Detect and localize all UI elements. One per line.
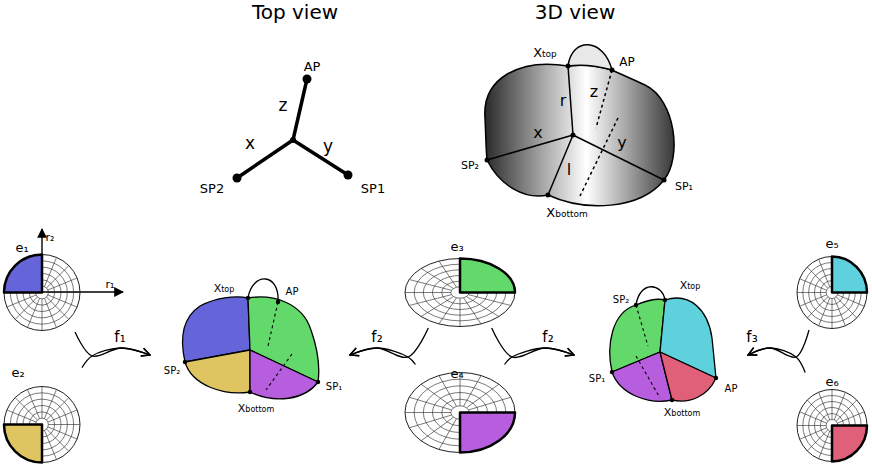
figure-label: SP2 [200,182,224,195]
figure-label: y [617,135,626,151]
mapping-arrow [492,328,574,358]
landmark-label: Xbottom [238,403,274,414]
top-view-star [237,79,348,178]
landmark-dot [276,300,280,304]
patch-quadrant [832,256,867,292]
figure-label: r [560,93,567,109]
figure-label: x [245,135,255,152]
surface-flap [636,287,665,305]
mapping-arrow [82,348,150,368]
parameter-patch: e₃ [403,238,517,329]
landmark-dot [634,303,638,307]
landmark-dot [316,380,320,384]
surface-region [660,352,716,401]
patch-quadrant [460,258,515,292]
mapping-arrow [75,332,150,356]
mapping-arrow [748,348,805,373]
figure-label: y [323,138,333,155]
landmark-label: SP₁ [326,382,342,392]
map-label: f₃ [746,330,757,345]
landmark-dot [610,370,614,374]
figure-label: Top view [252,2,338,22]
figure-label: AP [304,60,321,73]
parameter-patch: e₁ [2,239,82,333]
patch-grid [405,258,515,326]
figure-label: z [590,84,598,100]
patch-grid [405,372,515,452]
landmark-label: AP [286,287,299,297]
patch-name: e₁ [15,241,28,254]
top-view-dots [233,75,353,183]
parameter-patch: e₂ [2,364,82,465]
node-shape [574,272,748,422]
parameter-patch: e₅ [795,235,869,331]
figure-label: l [567,162,571,178]
figure-label: x [533,125,542,141]
patch-name: e₆ [825,375,838,388]
patch-grid [4,386,80,462]
axis-arrows [42,229,123,292]
patch-quadrant [832,425,867,461]
mapping-arrow [350,348,415,365]
hidden-edge [636,356,660,398]
figure-label: AP [619,56,634,68]
surface-3d-view [485,45,675,206]
surface-figure: SP₂ XtopSP₁ AP Xbottom [574,272,748,422]
figure-label: 3D view [535,2,616,22]
patch-name: e₄ [450,367,463,380]
surface-flap [248,279,278,302]
map-label: f₂ [542,330,553,345]
landmark-dot [714,376,718,380]
node-shape [2,364,82,465]
patch-name: e₂ [11,366,24,379]
node-shape [2,239,82,333]
figure-label: SP1 [361,182,385,195]
landmark-dot [670,398,674,402]
map-label: f₂ [371,330,382,345]
patch-name: e₅ [825,237,838,250]
map-label: f₁ [114,330,125,345]
landmark-dot [246,296,250,300]
landmark-label: AP [725,384,738,394]
hidden-edge [636,305,648,346]
patch-grid [4,254,80,330]
parameter-patch: e₆ [795,373,869,464]
mapping-arrow [350,328,428,357]
figure-label: SP₂ [461,160,479,171]
mapping-arrow [505,348,574,365]
hidden-edge [266,354,292,390]
landmark-label: SP₂ [613,295,629,305]
parameter-patch: e₄ [403,365,517,455]
landmark-label: Xtop [214,283,235,294]
landmark-dot [183,360,187,364]
node-shape [150,268,350,416]
patch-quadrant [460,412,515,452]
patch-name: e₃ [450,240,463,253]
patch-grid [797,389,867,461]
figure-label: r₁ [106,279,115,290]
patch-quadrant [4,424,42,462]
landmark-dot [248,390,252,394]
patch-quadrant [4,254,42,292]
surface-region [185,350,250,393]
figure-label: z [279,97,288,114]
figure-label: Xtop [533,46,557,59]
landmark-dot [663,298,667,302]
landmark-label: SP₂ [164,366,180,376]
figure-label: Xbottom [546,206,587,219]
landmark-label: Xbottom [664,407,700,418]
landmark-label: SP₁ [589,374,605,384]
hidden-edge [268,302,278,346]
surface-region [250,350,318,399]
figure-label: r₂ [46,232,55,243]
figure-label: SP₁ [675,181,693,192]
surface-figure: Xtop AP SP₂ SP₁ Xbottom [150,268,350,416]
landmark-label: Xtop [680,280,701,291]
patch-grid [797,256,867,328]
